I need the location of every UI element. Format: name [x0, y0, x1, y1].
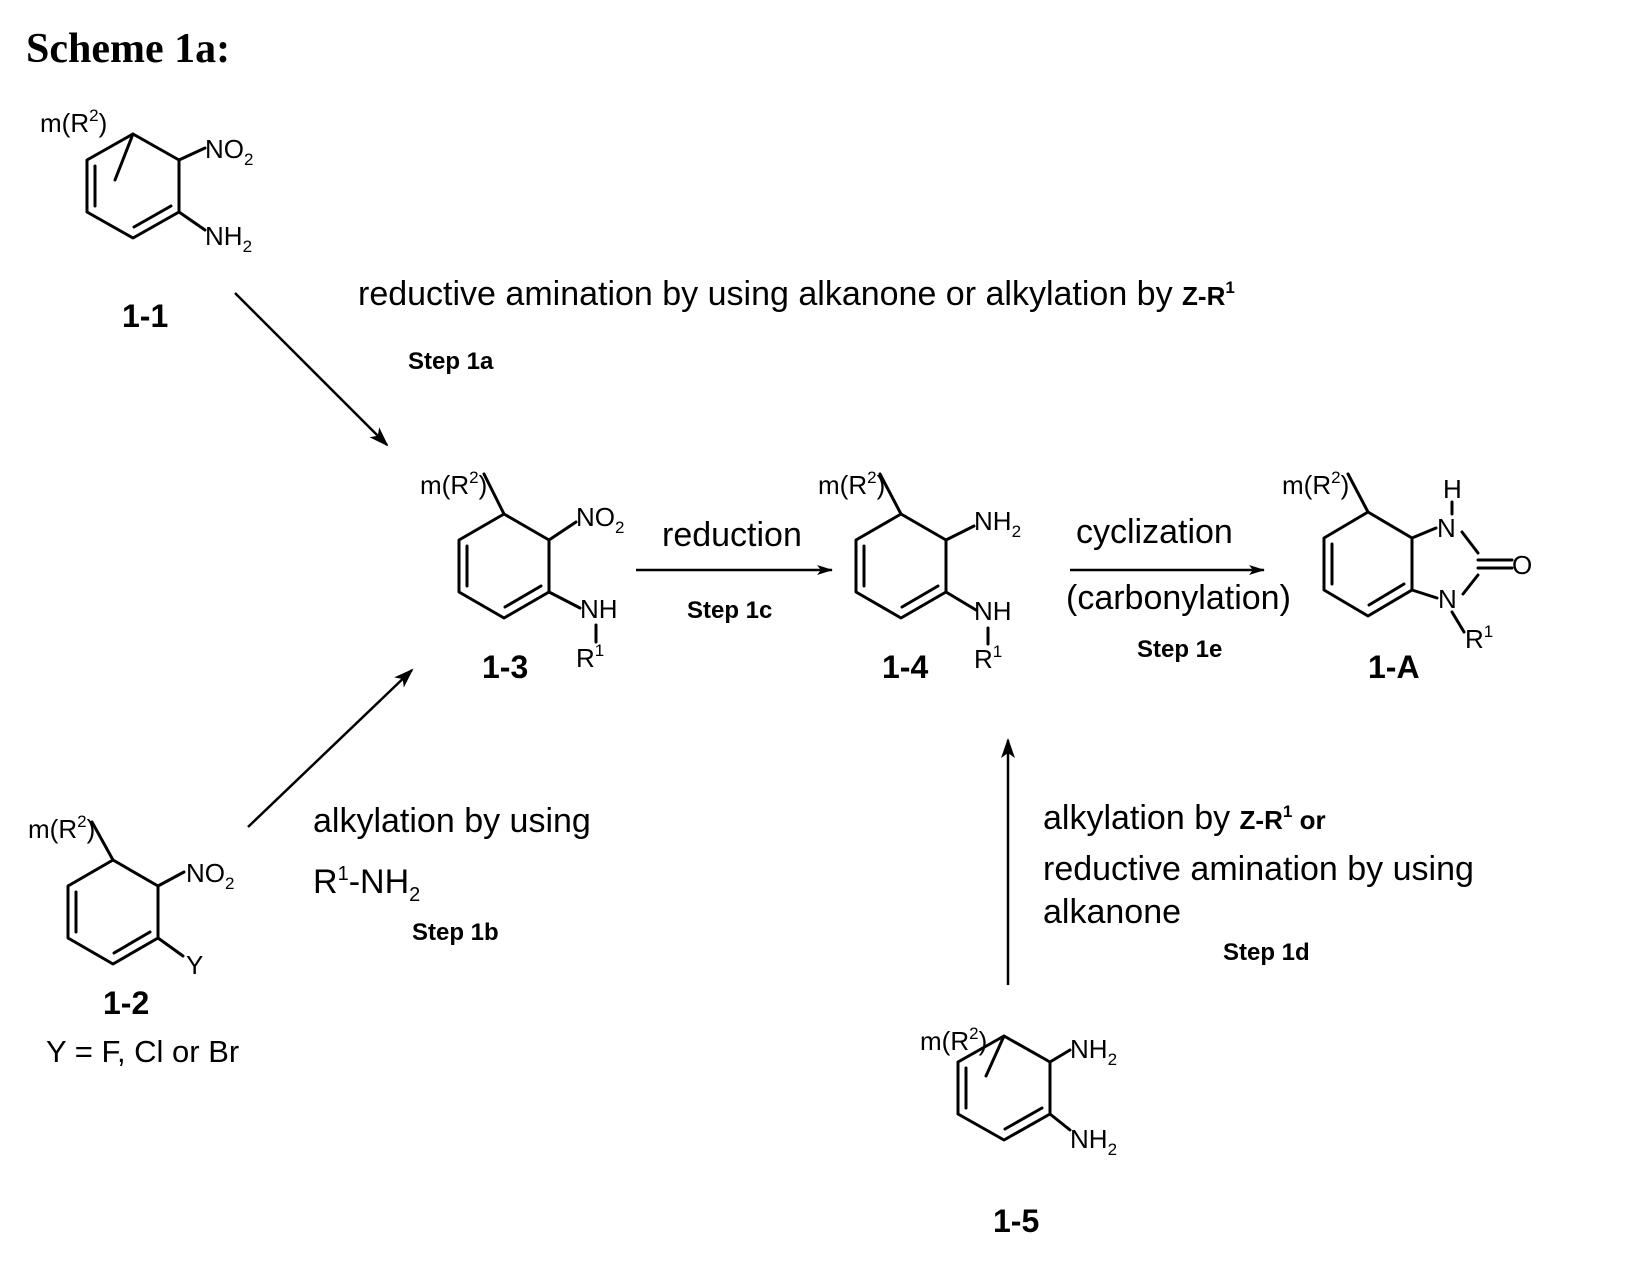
amino-group: NH2	[205, 221, 252, 256]
conditions-line-2: (carbonylation)	[1066, 579, 1291, 617]
r1-group: R1	[1465, 622, 1493, 654]
amine-nh: NH	[580, 594, 618, 624]
substituent-label: m(R2)	[420, 468, 487, 500]
conditions-line-1: cyclization	[1076, 513, 1233, 551]
substituent-label: m(R2)	[28, 812, 95, 844]
benzene-ring	[459, 474, 549, 618]
conditions-step-1b: alkylation by using R1-NH2 Step 1b	[313, 802, 591, 946]
conditions-text: reduction	[662, 516, 802, 554]
amino-group-top: NH2	[1070, 1034, 1117, 1069]
nitrogen-atom-top: N	[1437, 513, 1456, 543]
substituent-label: m(R2)	[1282, 468, 1349, 500]
arrow-step-1a	[235, 293, 387, 445]
conditions-step-1e: cyclization (carbonylation) Step 1e	[1066, 513, 1291, 663]
step-label: Step 1a	[408, 348, 494, 375]
benzene-ring	[68, 822, 158, 964]
compound-1-A: m(R2) H N N O R1 1-A	[1282, 468, 1532, 685]
amino-group-bottom: NH2	[1070, 1124, 1117, 1159]
conditions-line-2: R1-NH2	[313, 863, 420, 906]
imidazolone-ring	[1412, 502, 1512, 632]
compound-label: 1-1	[122, 298, 168, 334]
substituent-label: m(R2)	[40, 106, 107, 138]
conditions-text: reductive amination by using alkanone or…	[358, 275, 1235, 313]
r1-group: R1	[576, 641, 604, 673]
conditions-step-1a: reductive amination by using alkanone or…	[358, 275, 1235, 375]
nitro-group: NO2	[576, 502, 624, 537]
compound-label: 1-A	[1368, 649, 1420, 685]
conditions-line-3: alkanone	[1043, 893, 1181, 931]
nitro-group: NO2	[186, 858, 234, 893]
compound-label: 1-3	[482, 649, 528, 685]
leaving-group-y: Y	[186, 950, 203, 980]
compound-1-5: m(R2) NH2 NH2 1-5	[920, 1024, 1117, 1239]
conditions-step-1d: alkylation by Z-R1 or reductive aminatio…	[1043, 799, 1474, 966]
y-definition-note: Y = F, Cl or Br	[46, 1034, 239, 1069]
amine-nh: NH	[974, 596, 1012, 626]
compound-label: 1-5	[993, 1203, 1039, 1239]
compound-1-4: m(R2) NH2 NH R1 1-4	[818, 468, 1021, 685]
step-label: Step 1c	[687, 597, 772, 624]
compound-1-1: m(R2) NO2 NH2 1-1	[40, 106, 253, 334]
benzene-ring	[856, 474, 946, 618]
conditions-line-1: alkylation by Z-R1 or	[1043, 799, 1326, 837]
conditions-line-2: reductive amination by using	[1043, 850, 1474, 888]
carbonyl-oxygen: O	[1512, 550, 1532, 580]
conditions-line-1: alkylation by using	[313, 802, 591, 840]
scheme-title: Scheme 1a:	[26, 26, 230, 72]
r1-group: R1	[974, 642, 1002, 674]
substituent-label: m(R2)	[818, 468, 885, 500]
compound-1-2: m(R2) NO2 Y 1-2 Y = F, Cl or Br	[28, 812, 239, 1069]
step-label: Step 1d	[1223, 939, 1310, 966]
amino-group: NH2	[974, 506, 1021, 541]
benzene-ring	[87, 134, 179, 238]
nitrogen-atom-bottom: N	[1438, 584, 1457, 614]
compound-1-3: m(R2) NO2 NH R1 1-3	[420, 468, 624, 685]
step-label: Step 1b	[412, 919, 499, 946]
compound-label: 1-2	[103, 985, 149, 1021]
step-label: Step 1e	[1137, 636, 1222, 663]
hydrogen-atom: H	[1443, 474, 1462, 504]
benzene-ring	[958, 1036, 1050, 1140]
compound-label: 1-4	[882, 649, 928, 685]
nitro-group: NO2	[205, 134, 253, 169]
benzene-ring	[1324, 474, 1412, 616]
